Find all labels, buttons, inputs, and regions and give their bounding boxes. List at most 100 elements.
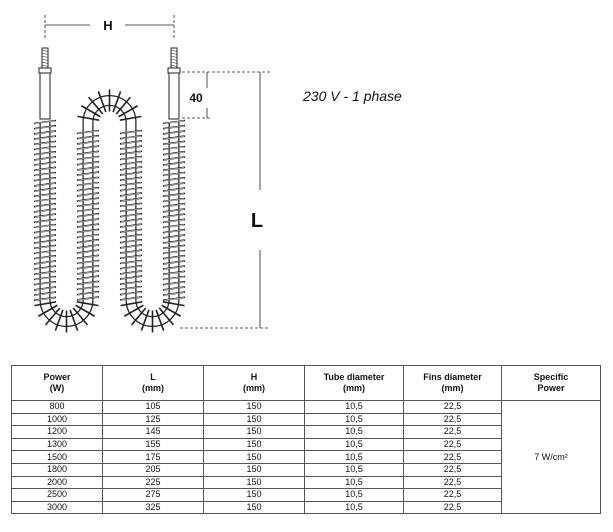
- fin-highlight: [163, 193, 185, 197]
- fin-highlight: [163, 177, 185, 181]
- fin-highlight: [77, 130, 99, 134]
- fin-highlight: [77, 166, 99, 171]
- fin-highlight: [163, 208, 185, 213]
- thread-line: [41, 58, 49, 61]
- fin-highlight: [120, 208, 142, 212]
- fin-highlight: [163, 224, 185, 228]
- fin-highlight: [163, 250, 185, 254]
- fin-highlight: [120, 224, 142, 228]
- cell-height: 150: [203, 462, 305, 477]
- cell-height: 150: [203, 500, 305, 515]
- terminal-nut-right: [167, 67, 181, 74]
- cell-power: 1300: [11, 437, 103, 452]
- bend-fin: [44, 307, 61, 326]
- fin-highlight: [34, 250, 56, 254]
- cell-tube-diameter: 10,5: [304, 475, 404, 490]
- fin-highlight: [77, 291, 99, 295]
- fin-highlight: [163, 245, 185, 249]
- fin-highlight: [163, 255, 185, 259]
- cell-length: 225: [102, 475, 204, 490]
- cell-length: 105: [102, 400, 204, 414]
- fin-highlight: [77, 255, 99, 259]
- fin-highlight: [163, 260, 185, 265]
- fin-highlight: [163, 125, 185, 129]
- cell-fins-diameter: 22,5: [403, 462, 502, 477]
- fin-highlight: [163, 219, 185, 223]
- cell-power: 3000: [11, 500, 103, 515]
- fin-highlight: [163, 229, 185, 233]
- header-length: L(mm): [102, 365, 204, 401]
- cell-tube-diameter: 10,5: [304, 412, 404, 427]
- cell-tube-diameter: 10,5: [304, 400, 404, 414]
- cell-power: 800: [11, 400, 103, 414]
- fin-highlight: [34, 125, 56, 129]
- fin-highlight: [34, 130, 56, 135]
- fin-highlight: [77, 234, 99, 238]
- cell-tube-diameter: 10,5: [304, 437, 404, 452]
- fin-highlight: [34, 156, 56, 161]
- fin-highlight: [120, 161, 142, 165]
- bend-fin: [112, 91, 122, 113]
- fin-highlight: [120, 213, 142, 217]
- fin-highlight: [34, 281, 56, 285]
- fin-highlight: [77, 198, 99, 202]
- fin-highlight: [163, 141, 185, 145]
- fin-highlight: [163, 214, 185, 218]
- fin-highlight: [77, 265, 99, 269]
- fin-highlight: [163, 172, 185, 176]
- fin-highlight: [34, 214, 56, 218]
- fin-highlight: [77, 296, 99, 301]
- thread-line: [170, 49, 178, 52]
- fin-highlight: [163, 271, 185, 275]
- table-row: 1200 145 150 10,5 22,5: [11, 425, 601, 439]
- fin-highlight: [120, 270, 142, 275]
- finned-tube-element: [33, 47, 186, 333]
- fin-highlight: [34, 271, 56, 275]
- fin-highlight: [34, 172, 56, 176]
- fin-highlight: [34, 141, 56, 145]
- fin-highlight: [163, 162, 185, 166]
- fin-highlight: [120, 177, 142, 181]
- fin-highlight: [163, 151, 185, 155]
- fin-highlight: [34, 219, 56, 223]
- cell-height: 150: [203, 400, 305, 414]
- cell-height: 150: [203, 450, 305, 464]
- fin-highlight: [120, 265, 142, 269]
- fin-highlight: [163, 266, 185, 270]
- cell-length: 145: [102, 425, 204, 439]
- bend-fin: [155, 309, 165, 331]
- fin-highlight: [120, 244, 142, 249]
- terminal-end-left: [39, 72, 51, 120]
- fin-highlight: [120, 281, 142, 285]
- fin-highlight: [34, 167, 56, 171]
- fin-highlight: [77, 244, 99, 249]
- thread-line: [170, 61, 178, 64]
- fin-highlight: [120, 198, 142, 202]
- fin-highlight: [120, 229, 142, 233]
- fin-highlight: [120, 135, 142, 139]
- thread-line: [170, 52, 178, 55]
- cell-fins-diameter: 22,5: [403, 475, 502, 490]
- fin-highlight: [34, 198, 56, 202]
- fin-highlight: [34, 276, 56, 280]
- fin-highlight: [120, 276, 142, 280]
- header-fins-diameter: Fins diameter(mm): [403, 365, 502, 401]
- bend-fin: [72, 307, 89, 326]
- fin-highlight: [34, 162, 56, 166]
- header-tube-diameter: Tube diameter(mm): [304, 365, 404, 401]
- fin-highlight: [34, 286, 56, 291]
- cell-power: 1800: [11, 462, 103, 477]
- terminal-end-right: [168, 72, 180, 120]
- fin-highlight: [163, 130, 185, 135]
- cell-fins-diameter: 22,5: [403, 425, 502, 439]
- fin-highlight: [120, 166, 142, 171]
- fin-highlight: [34, 177, 56, 181]
- fin-highlight: [77, 239, 99, 243]
- bend-fin: [54, 309, 64, 331]
- fin-highlight: [163, 276, 185, 280]
- bend-fin: [76, 301, 99, 307]
- fin-highlight: [120, 156, 142, 160]
- fin-highlight: [34, 120, 56, 124]
- fin-highlight: [120, 260, 142, 264]
- bend-fin: [161, 304, 182, 317]
